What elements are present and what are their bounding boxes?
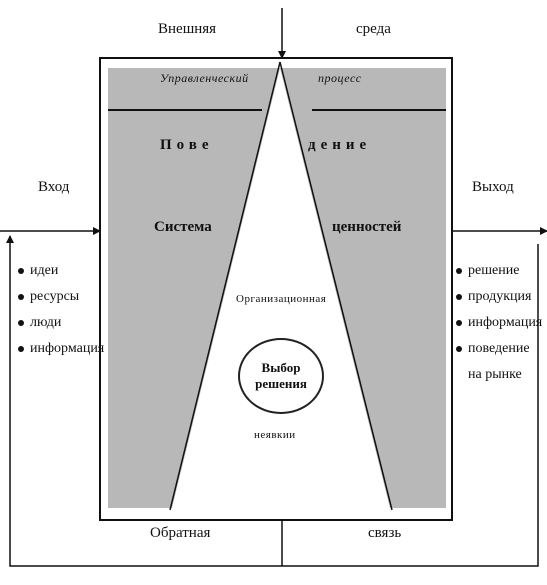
behavior-label-right: дение: [308, 137, 372, 153]
decision-ellipse: Выбор решения: [238, 338, 324, 414]
bullet-icon: [18, 346, 24, 352]
output-item: информация: [456, 310, 542, 336]
values-label-left: Система: [154, 219, 212, 235]
bullet-icon: [456, 294, 462, 300]
input-item: идеи: [18, 258, 104, 284]
output-item: поведение: [456, 336, 542, 362]
feedback-label-left: Обратная: [150, 525, 211, 541]
triangle-left-edge: [169, 61, 281, 511]
outputs-list: решение продукция информация поведение н…: [456, 258, 542, 388]
input-label: Вход: [38, 179, 70, 195]
org-label-bottom: неявкии: [254, 429, 296, 441]
output-label: Выход: [472, 179, 514, 195]
input-item: информация: [18, 336, 104, 362]
left-gray-panel: [108, 68, 280, 508]
external-env-label-right: среда: [356, 21, 391, 37]
process-label-right: процесс: [318, 71, 362, 85]
bullet-icon: [456, 346, 462, 352]
behavior-label-left: Пове: [160, 137, 214, 153]
bullet-icon: [18, 294, 24, 300]
bullet-icon: [456, 268, 462, 274]
input-item: люди: [18, 310, 104, 336]
org-label-top: Организационная: [236, 293, 327, 305]
feedback-label-right: связь: [368, 525, 402, 541]
external-env-label-left: Внешняя: [158, 21, 217, 37]
feedback-loop: [6, 235, 539, 567]
decision-line-2: решения: [255, 376, 307, 391]
decision-line-1: Выбор: [261, 360, 301, 375]
output-item-continuation: на рынке: [468, 367, 522, 382]
right-gray-panel: [280, 68, 446, 508]
bullet-icon: [18, 320, 24, 326]
bullet-icon: [456, 320, 462, 326]
process-label-left: Управленческий: [160, 71, 249, 85]
inputs-list: идеи ресурсы люди информация: [18, 258, 104, 362]
bullet-icon: [18, 268, 24, 274]
values-label-right: ценностей: [332, 219, 402, 235]
output-item: решение: [456, 258, 542, 284]
output-item: продукция: [456, 284, 542, 310]
input-item: ресурсы: [18, 284, 104, 310]
triangle-right-edge: [279, 61, 393, 511]
